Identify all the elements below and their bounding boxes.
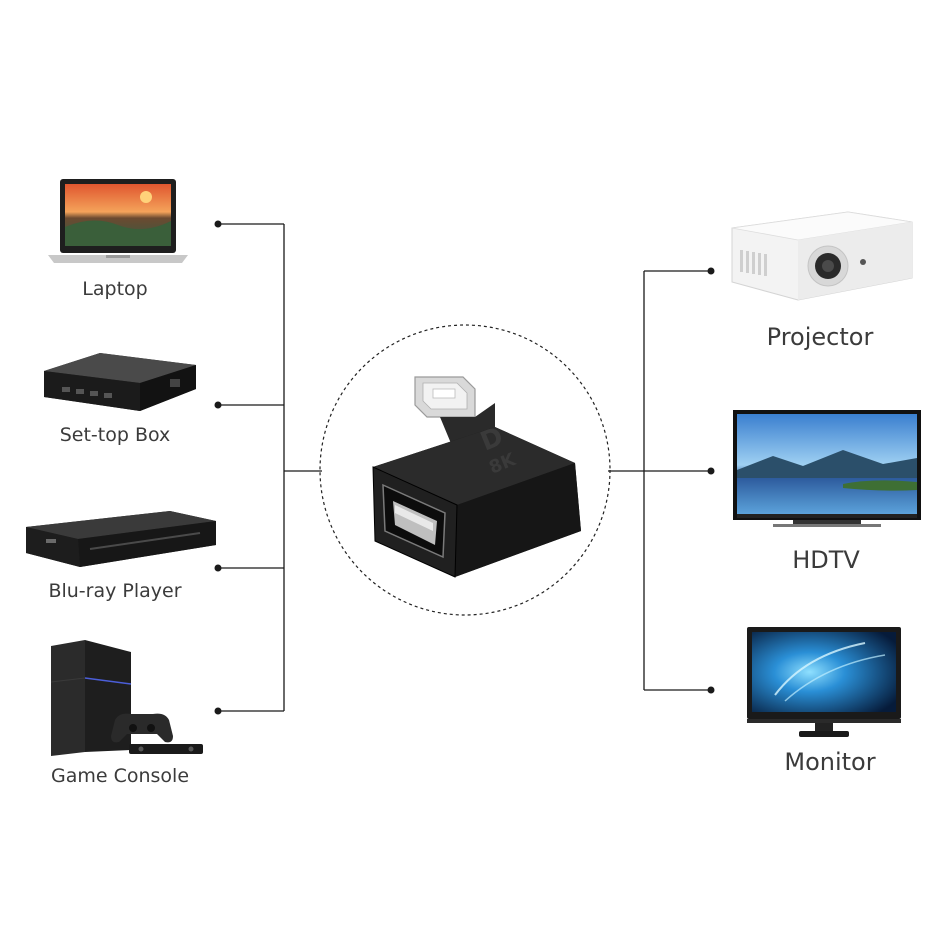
set-top-box-icon	[44, 353, 196, 411]
game-console-label: Game Console	[50, 765, 190, 787]
projector-label: Projector	[766, 323, 874, 351]
connector-dot	[707, 467, 715, 475]
blu-ray-player-label: Blu-ray Player	[48, 580, 182, 602]
connector-dot	[214, 707, 222, 715]
blu-ray-player-icon	[26, 511, 216, 567]
monitor-icon	[747, 627, 901, 737]
game-console-icon	[50, 640, 203, 756]
connector-dot	[707, 686, 715, 694]
monitor-label: Monitor	[784, 748, 876, 776]
set-top-box-label: Set-top Box	[59, 424, 171, 446]
connector-dot	[707, 267, 715, 275]
displayport-adapter-icon: D 8K	[372, 376, 581, 578]
laptop-label: Laptop	[82, 278, 148, 300]
hdtv-icon	[733, 410, 921, 527]
connector-dot	[214, 220, 222, 228]
connector-dot	[214, 564, 222, 572]
laptop-icon	[48, 179, 188, 263]
connector-dot	[214, 401, 222, 409]
projector-icon	[731, 211, 913, 301]
adapter-highlight-circle	[319, 324, 611, 616]
hdtv-label: HDTV	[792, 546, 860, 574]
